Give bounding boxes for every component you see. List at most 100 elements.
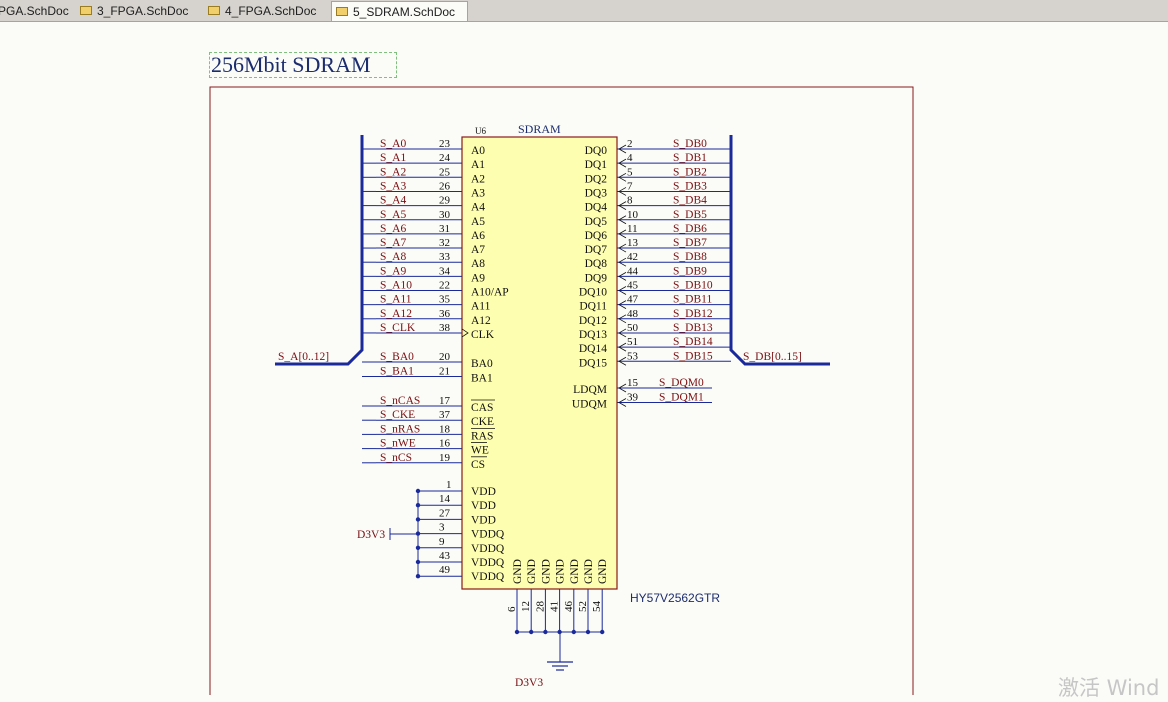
pin-name: UDQM xyxy=(572,399,607,411)
net-label[interactable]: S_A0 xyxy=(380,138,406,150)
pin-name: BA0 xyxy=(471,358,493,370)
net-label[interactable]: S_A1 xyxy=(380,152,406,164)
pin-number: 46 xyxy=(563,601,575,613)
net-label[interactable]: S_CLK xyxy=(380,322,416,334)
tab-label: PGA.SchDoc xyxy=(0,3,69,18)
net-label[interactable]: S_DB12 xyxy=(673,308,713,320)
address-bus-line[interactable] xyxy=(275,135,364,366)
pin-number: 13 xyxy=(627,237,639,249)
pin-name: A12 xyxy=(471,315,491,327)
pin-number: 16 xyxy=(439,438,451,450)
sheet-title[interactable]: 256Mbit SDRAM xyxy=(211,52,371,77)
pin-number: 1 xyxy=(446,479,452,491)
pin-number: 53 xyxy=(627,350,639,362)
pin-name: A11 xyxy=(471,301,491,313)
net-label[interactable]: S_DB15 xyxy=(673,350,713,362)
pin-number: 34 xyxy=(439,265,451,277)
pin-number: 18 xyxy=(439,423,451,435)
net-label[interactable]: S_DB6 xyxy=(673,223,707,235)
pin-number: 20 xyxy=(439,351,451,363)
junction-dot xyxy=(415,559,421,565)
tab-3-fpga[interactable]: 3_FPGA.SchDoc xyxy=(80,1,202,20)
pin-number: 14 xyxy=(439,493,451,505)
tab-5-sdram[interactable]: 5_SDRAM.SchDoc xyxy=(331,1,468,21)
net-label[interactable]: S_DB3 xyxy=(673,180,707,192)
sdram-chip-body[interactable] xyxy=(461,136,618,590)
pin-name: GND xyxy=(540,559,552,584)
net-label[interactable]: S_A4 xyxy=(380,195,406,207)
net-label[interactable]: S_DB10 xyxy=(673,280,713,292)
net-label[interactable]: S_CKE xyxy=(380,409,415,421)
net-label[interactable]: S_nCS xyxy=(380,452,412,464)
net-label[interactable]: S_DB9 xyxy=(673,265,707,277)
net-label[interactable]: S_A7 xyxy=(380,237,406,249)
net-label[interactable]: S_A9 xyxy=(380,265,406,277)
net-label[interactable]: S_DQM0 xyxy=(659,377,704,389)
net-label[interactable]: S_A11 xyxy=(380,294,412,306)
junction-dot xyxy=(514,629,520,635)
net-label[interactable]: S_DB13 xyxy=(673,322,713,334)
pin-number: 21 xyxy=(439,366,450,378)
io-arrow-icon xyxy=(618,300,627,309)
net-label[interactable]: S_A6 xyxy=(380,223,406,235)
junction-dot xyxy=(415,545,421,550)
net-label[interactable]: S_BA1 xyxy=(380,366,414,378)
pin-name: DQ5 xyxy=(585,216,608,228)
document-tab-bar: PGA.SchDoc 3_FPGA.SchDoc 4_FPGA.SchDoc 5… xyxy=(0,0,1168,22)
bus-label-data[interactable]: S_DB[0..15] xyxy=(743,351,802,363)
power-net-label-bottom[interactable]: D3V3 xyxy=(515,677,543,689)
net-label[interactable]: S_A8 xyxy=(380,251,406,263)
pin-name: GND xyxy=(583,559,595,584)
title-selection-box xyxy=(209,52,397,78)
net-label[interactable]: S_DB7 xyxy=(673,237,707,249)
io-arrow-icon xyxy=(618,356,627,366)
pin-number: 31 xyxy=(439,223,450,235)
schematic-doc-icon xyxy=(336,7,348,16)
io-arrow-icon xyxy=(618,187,627,196)
net-label[interactable]: S_nCAS xyxy=(380,395,420,407)
junction-dot xyxy=(415,488,421,494)
net-label[interactable]: S_A2 xyxy=(380,166,406,178)
net-label[interactable]: S_A10 xyxy=(380,280,412,292)
pin-name: A6 xyxy=(471,230,485,242)
pin-name: A10/AP xyxy=(471,287,509,299)
pin-name: VDDQ xyxy=(471,557,505,569)
net-label[interactable]: S_DB5 xyxy=(673,209,707,221)
io-arrow-icon xyxy=(618,158,627,168)
net-label[interactable]: S_DQM1 xyxy=(659,392,704,404)
pin-number: 17 xyxy=(439,395,451,407)
net-label[interactable]: S_A3 xyxy=(380,180,406,192)
net-label[interactable]: S_A5 xyxy=(380,209,406,221)
component-comment[interactable]: SDRAM xyxy=(518,122,561,136)
net-label[interactable]: S_nWE xyxy=(380,438,416,450)
pin-name: VDDQ xyxy=(471,543,505,555)
net-label[interactable]: S_A12 xyxy=(380,308,412,320)
component-part-number[interactable]: HY57V2562GTR xyxy=(630,591,720,605)
tab-pga[interactable]: PGA.SchDoc xyxy=(0,1,75,20)
net-label[interactable]: S_DB2 xyxy=(673,166,707,178)
net-label[interactable]: S_BA0 xyxy=(380,351,414,363)
net-label[interactable]: S_DB14 xyxy=(673,336,713,348)
net-label[interactable]: S_DB11 xyxy=(673,294,712,306)
net-label[interactable]: S_nRAS xyxy=(380,423,420,435)
data-bus-line[interactable] xyxy=(729,135,830,366)
pin-name: DQ14 xyxy=(579,343,607,355)
net-label[interactable]: S_DB0 xyxy=(673,138,707,150)
junction-dot xyxy=(415,517,421,522)
pin-name: DQ11 xyxy=(579,301,607,313)
net-label[interactable]: S_DB1 xyxy=(673,152,707,164)
component-designator[interactable]: U6 xyxy=(475,126,486,136)
net-label[interactable]: S_DB8 xyxy=(673,251,707,263)
io-arrow-icon xyxy=(618,144,627,154)
tab-4-fpga[interactable]: 4_FPGA.SchDoc xyxy=(208,1,330,20)
pin-number: 42 xyxy=(627,251,638,263)
pin-name: VDDQ xyxy=(471,529,505,541)
io-arrow-icon xyxy=(618,398,627,407)
pin-name: DQ9 xyxy=(585,272,608,284)
pin-name: VDDQ xyxy=(471,571,505,583)
schematic-canvas[interactable]: U6 SDRAM HY57V2562GTR S_A[0..12] S_DB[0.… xyxy=(0,22,1168,695)
net-label[interactable]: S_DB4 xyxy=(673,195,707,207)
power-net-label-left[interactable]: D3V3 xyxy=(357,529,385,541)
bus-label-address[interactable]: S_A[0..12] xyxy=(278,351,329,363)
